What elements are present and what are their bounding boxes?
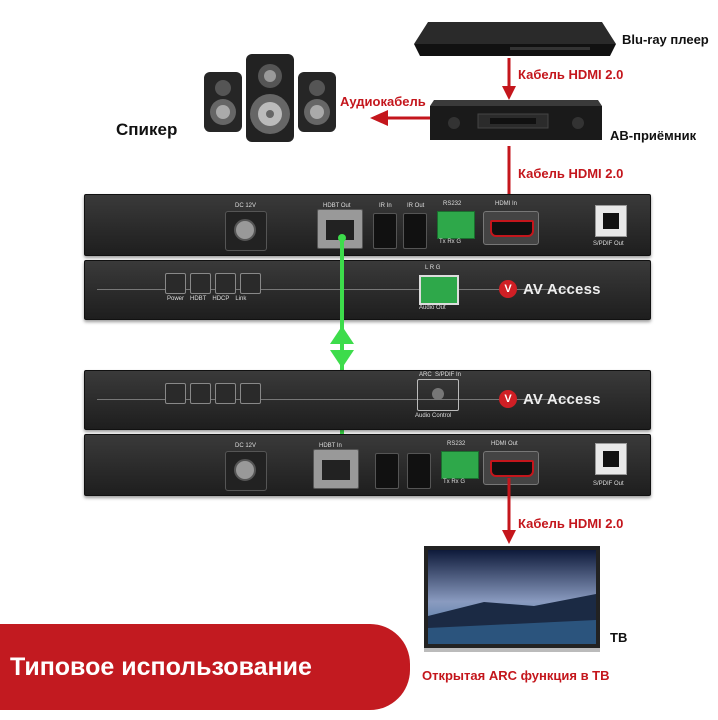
spdif-label-rx: S/PDIF Out: [593, 481, 624, 487]
ir-port-rx-2: [407, 453, 431, 489]
hdmi-in-label: HDMI In: [495, 201, 518, 207]
front-line-tx: [97, 289, 567, 290]
spdif-port-rx: [595, 443, 627, 475]
ir-in-port: [373, 213, 397, 249]
arrow-hdmi-3: [502, 478, 516, 546]
hdmi-out-port: [483, 451, 539, 485]
transmitter-front: Power HDBT HDCP Link L R G Audio Out V A…: [84, 260, 651, 320]
rs232-terminal-rx: [441, 451, 479, 479]
rs232-label-rx: RS232: [447, 441, 466, 447]
hdmi-cable-2-label: Кабель HDMI 2.0: [518, 166, 624, 181]
receiver-front: ARC S/PDIF In Audio Control V AV Access: [84, 370, 651, 430]
dc-label-tx: DC 12V: [235, 203, 257, 209]
tv-label: ТВ: [610, 630, 628, 645]
hdmi-in-port: [483, 211, 539, 245]
dc-port-rx: [225, 451, 267, 491]
front-line-rx: [97, 399, 567, 400]
brand-mark-icon: V: [499, 280, 517, 298]
ir-port-rx-1: [375, 453, 399, 489]
led-hdcp-rx: [215, 383, 236, 404]
hdmi-out-label: HDMI Out: [491, 441, 518, 447]
speaker-image: [200, 52, 340, 144]
audio-cable-label: Аудиокабель: [340, 94, 426, 109]
rj45-port-rx: [313, 449, 359, 489]
arrow-audio: [370, 110, 430, 126]
leds-labels-tx: Power HDBT HDCP Link: [167, 296, 246, 302]
hdbaset-link: [330, 234, 354, 466]
brand-name-tx: AV Access: [523, 280, 601, 298]
hdmi-cable-3-label: Кабель HDMI 2.0: [518, 516, 624, 531]
hdmi-cable-1-label: Кабель HDMI 2.0: [518, 67, 624, 82]
tv-image: [424, 546, 600, 658]
spdif-switch-label: S/PDIF In: [435, 372, 462, 378]
ir-in-label: IR In: [379, 203, 392, 209]
link-label: Link: [235, 296, 247, 302]
usage-banner: Типовое использование: [0, 624, 410, 710]
transmitter-rear: DC 12V HDBT Out IR In IR Out RS232 Tx Rx…: [84, 194, 651, 256]
brand-logo-rx: V AV Access: [499, 390, 601, 408]
power-label: Power: [167, 296, 185, 302]
hdbt-out-label: HDBT Out: [323, 203, 351, 209]
leds-tx: [165, 273, 261, 294]
led-hdcp-tx: [215, 273, 236, 294]
rs232-label-tx: RS232: [443, 201, 462, 207]
brand-name-rx: AV Access: [523, 390, 601, 408]
dc-label-rx: DC 12V: [235, 443, 257, 449]
hdcp-label: HDCP: [212, 296, 230, 302]
brand-logo-tx: V AV Access: [499, 280, 601, 298]
led-link-tx: [240, 273, 261, 294]
audio-control-label: Audio Control: [415, 413, 452, 419]
arc-note-label: Открытая ARC функция в ТВ: [422, 668, 610, 683]
spdif-label-tx: S/PDIF Out: [593, 241, 624, 247]
hdbt-in-label: HDBT In: [319, 443, 342, 449]
led-hdbt-rx: [190, 383, 211, 404]
audio-out-terminal: [419, 275, 459, 305]
dc-port-tx: [225, 211, 267, 251]
led-power-tx: [165, 273, 186, 294]
speaker-label: Спикер: [116, 120, 178, 139]
hdbt-label: HDBT: [190, 296, 207, 302]
bluray-player: [410, 16, 620, 60]
brand-mark-icon-rx: V: [499, 390, 517, 408]
leds-rx: [165, 383, 261, 404]
bluray-label: Blu-ray плеер: [622, 32, 709, 47]
audio-term-pins: L R G: [425, 265, 441, 271]
led-power-rx: [165, 383, 186, 404]
arc-label: ARC: [419, 372, 432, 378]
arrow-hdmi-1: [502, 58, 516, 100]
av-receiver-label: АВ-приёмник: [610, 128, 697, 143]
rs232-pins-rx: Tx Rx G: [443, 479, 465, 485]
led-hdbt-tx: [190, 273, 211, 294]
ir-out-port: [403, 213, 427, 249]
audio-out-label: Audio Out: [419, 305, 446, 311]
ir-out-label: IR Out: [407, 203, 425, 209]
receiver-rear: DC 12V HDBT In RS232 Tx Rx G HDMI Out S/…: [84, 434, 651, 496]
av-receiver: [428, 96, 604, 144]
led-link-rx: [240, 383, 261, 404]
rs232-pins-tx: Tx Rx G: [439, 239, 461, 245]
spdif-port-tx: [595, 205, 627, 237]
rs232-terminal-tx: [437, 211, 475, 239]
banner-text: Типовое использование: [10, 652, 312, 681]
audio-control-switch[interactable]: [417, 379, 459, 411]
